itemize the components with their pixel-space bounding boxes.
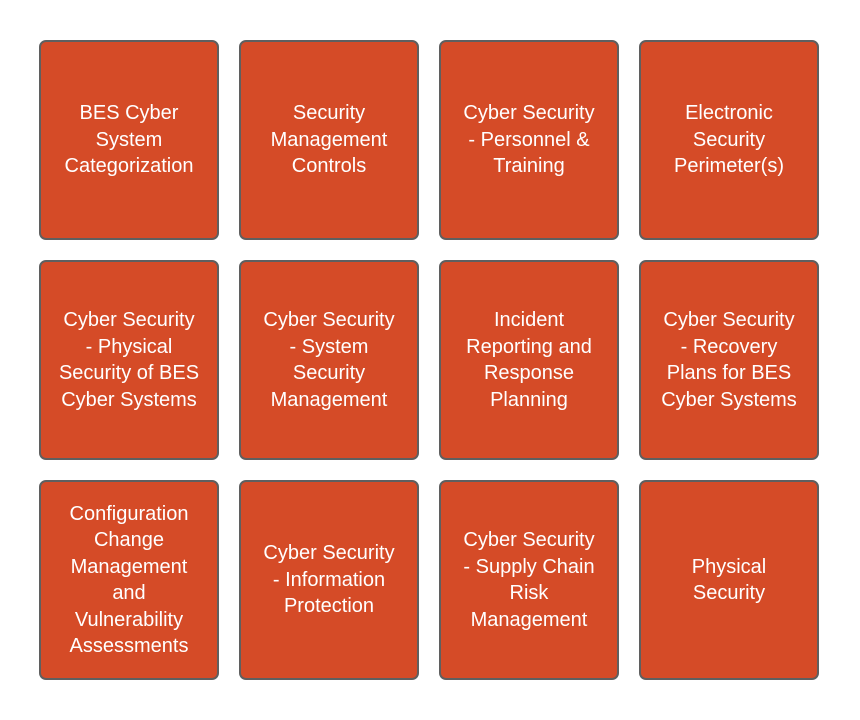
tile-supply-chain-risk-management: Cyber Security - Supply Chain Risk Manag… [439, 480, 619, 680]
tile-label: Cyber Security - Information Protection [263, 542, 395, 618]
tile-physical-security-of-bes-cyber-systems: Cyber Security - Physical Security of BE… [39, 260, 219, 460]
tile-bes-cyber-system-categorization: BES Cyber System Categorization [39, 40, 219, 240]
tile-label: Incident Reporting and Response Planning [466, 309, 592, 411]
tile-personnel-training: Cyber Security - Personnel & Training [439, 40, 619, 240]
tile-physical-security: Physical Security [639, 480, 819, 680]
tile-information-protection: Cyber Security - Information Protection [239, 480, 419, 680]
tile-label: Cyber Security - Recovery Plans for BES … [661, 309, 797, 411]
tile-label: Cyber Security - System Security Managem… [263, 309, 395, 411]
tile-electronic-security-perimeters: Electronic Security Perimeter(s) [639, 40, 819, 240]
tile-label: Cyber Security - Personnel & Training [463, 102, 595, 178]
tile-label: BES Cyber System Categorization [64, 102, 194, 178]
tile-recovery-plans: Cyber Security - Recovery Plans for BES … [639, 260, 819, 460]
tile-label: Physical Security [691, 555, 767, 605]
tile-label: Cyber Security - Supply Chain Risk Manag… [463, 529, 595, 631]
tile-system-security-management: Cyber Security - System Security Managem… [239, 260, 419, 460]
tile-security-management-controls: Security Management Controls [239, 40, 419, 240]
tile-label: Configuration Change Management and Vuln… [69, 502, 189, 658]
tile-label: Electronic Security Perimeter(s) [673, 102, 784, 178]
tile-incident-reporting-response-planning: Incident Reporting and Response Planning [439, 260, 619, 460]
tile-label: Cyber Security - Physical Security of BE… [58, 309, 200, 411]
tile-label: Security Management Controls [270, 102, 388, 178]
tile-configuration-change-management: Configuration Change Management and Vuln… [39, 480, 219, 680]
